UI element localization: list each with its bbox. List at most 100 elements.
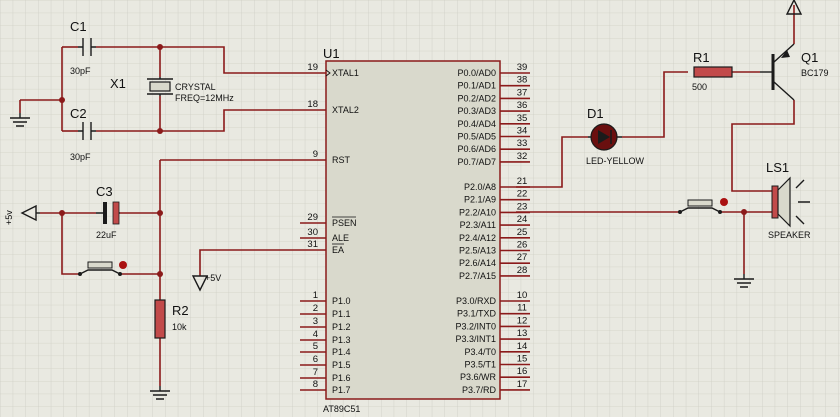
pin-number: 14 <box>517 341 528 352</box>
pin-number: 39 <box>517 62 528 73</box>
button-actuator-icon <box>720 198 728 206</box>
pin-number: 32 <box>517 151 528 162</box>
c3-ref: C3 <box>96 184 113 199</box>
r2-ref: R2 <box>172 303 189 318</box>
pin-number: 6 <box>313 354 318 365</box>
pin-name: ALE <box>332 233 349 243</box>
pin-name: EA <box>332 245 344 255</box>
capacitor-c2[interactable]: C2 30pF <box>70 106 96 162</box>
pin-number: 26 <box>517 240 528 251</box>
pin-number: 25 <box>517 227 528 238</box>
pin-number: 13 <box>517 328 528 339</box>
r1-value: 500 <box>692 82 707 92</box>
pin-name: P2.7/A15 <box>459 271 496 281</box>
capacitor-c1[interactable]: C1 30pF <box>70 19 96 76</box>
pin-number: 8 <box>313 379 318 390</box>
pin-number: 15 <box>517 354 528 365</box>
resistor-r2[interactable]: R2 10k <box>154 299 189 339</box>
pin-name: P1.5 <box>332 360 351 370</box>
pin-name: P1.2 <box>332 322 351 332</box>
c2-ref: C2 <box>70 106 87 121</box>
speaker-ls1[interactable]: LS1 SPEAKER <box>766 160 811 240</box>
pin-name: P2.6/A14 <box>459 258 496 268</box>
pin-name: P0.5/AD5 <box>457 132 496 142</box>
d1-ref: D1 <box>587 106 604 121</box>
pin-name: P3.1/TXD <box>457 309 497 319</box>
power-left: +5v <box>4 204 40 225</box>
led-d1[interactable]: D1 LED-YELLOW <box>586 106 645 166</box>
crystal-x1[interactable]: X1 CRYSTAL FREQ=12MHz <box>110 76 234 103</box>
pin-number: 22 <box>517 189 528 200</box>
q1-ref: Q1 <box>801 50 818 65</box>
pin-name: P0.7/AD7 <box>457 157 496 167</box>
pin-number: 16 <box>517 366 528 377</box>
button-actuator-icon <box>119 261 127 269</box>
speaker-pushbutton[interactable] <box>678 198 728 214</box>
pin-name: RST <box>332 155 351 165</box>
pin-number: 23 <box>517 201 528 212</box>
power-mid: +5V <box>191 273 221 292</box>
pin-number: 31 <box>307 239 318 250</box>
resistor-r1[interactable]: R1 500 <box>692 50 733 92</box>
pin-number: 9 <box>313 149 318 160</box>
pin-name: P0.0/AD0 <box>457 68 496 78</box>
ground-symbol <box>734 274 754 288</box>
transistor-q1[interactable]: Q1 BC179 <box>760 43 829 101</box>
u1-part: AT89C51 <box>323 404 360 414</box>
ground-symbol <box>150 386 170 400</box>
c1-ref: C1 <box>70 19 87 34</box>
pin-number: 19 <box>307 62 318 73</box>
ls1-value: SPEAKER <box>768 230 811 240</box>
capacitor-c3[interactable]: C3 22uF <box>96 184 120 240</box>
pin-name: P2.4/A12 <box>459 233 496 243</box>
pin-number: 5 <box>313 341 318 352</box>
x1-type: CRYSTAL <box>175 82 216 92</box>
pin-name: P0.3/AD3 <box>457 106 496 116</box>
pin-number: 30 <box>307 227 318 238</box>
pin-name: P2.3/A11 <box>460 220 496 230</box>
reset-pushbutton[interactable] <box>78 261 127 276</box>
r1-ref: R1 <box>693 50 710 65</box>
pin-number: 21 <box>517 176 528 187</box>
